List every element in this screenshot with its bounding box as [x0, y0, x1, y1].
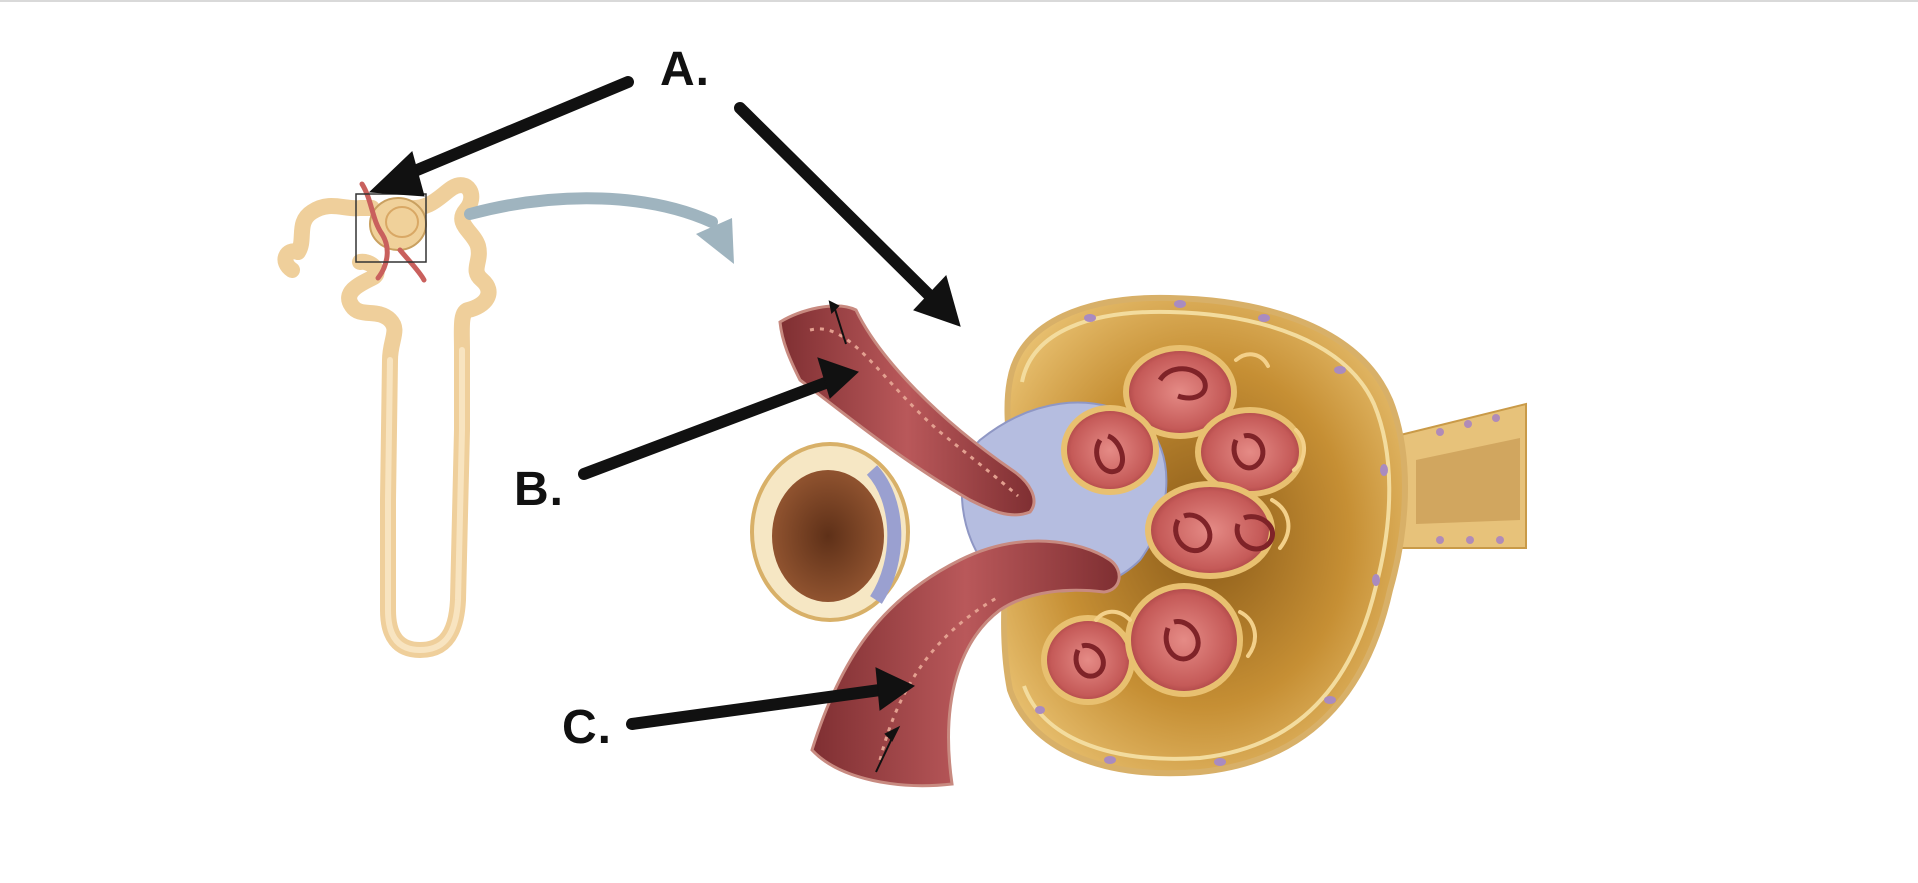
small-arterioles	[359, 181, 427, 283]
arrow-a-to-overview	[368, 76, 634, 197]
efferent-arteriole	[778, 304, 1036, 517]
arrow-a-to-corpuscle	[734, 102, 961, 327]
label-b: B.	[514, 463, 564, 516]
flow-arrows	[828, 300, 901, 773]
top-border	[0, 0, 1918, 2]
podocytes	[1094, 352, 1306, 658]
afferent-arteriole	[810, 539, 1121, 788]
nephron-tubule-highlight	[385, 347, 465, 654]
zoom-arrow	[464, 192, 734, 264]
label-a: A.	[660, 43, 710, 96]
label-c: C.	[562, 701, 612, 754]
renal-corpuscle	[750, 294, 1527, 788]
arrow-b	[578, 357, 859, 480]
proximal-tubule-cells	[1436, 414, 1504, 544]
capsule-nuclei	[1035, 300, 1388, 766]
pointer-arrows	[368, 76, 961, 730]
arrow-c	[626, 667, 915, 730]
distal-tubule	[750, 442, 910, 622]
nephron-overview	[277, 177, 497, 658]
glomerulus-capillaries	[1041, 345, 1305, 705]
